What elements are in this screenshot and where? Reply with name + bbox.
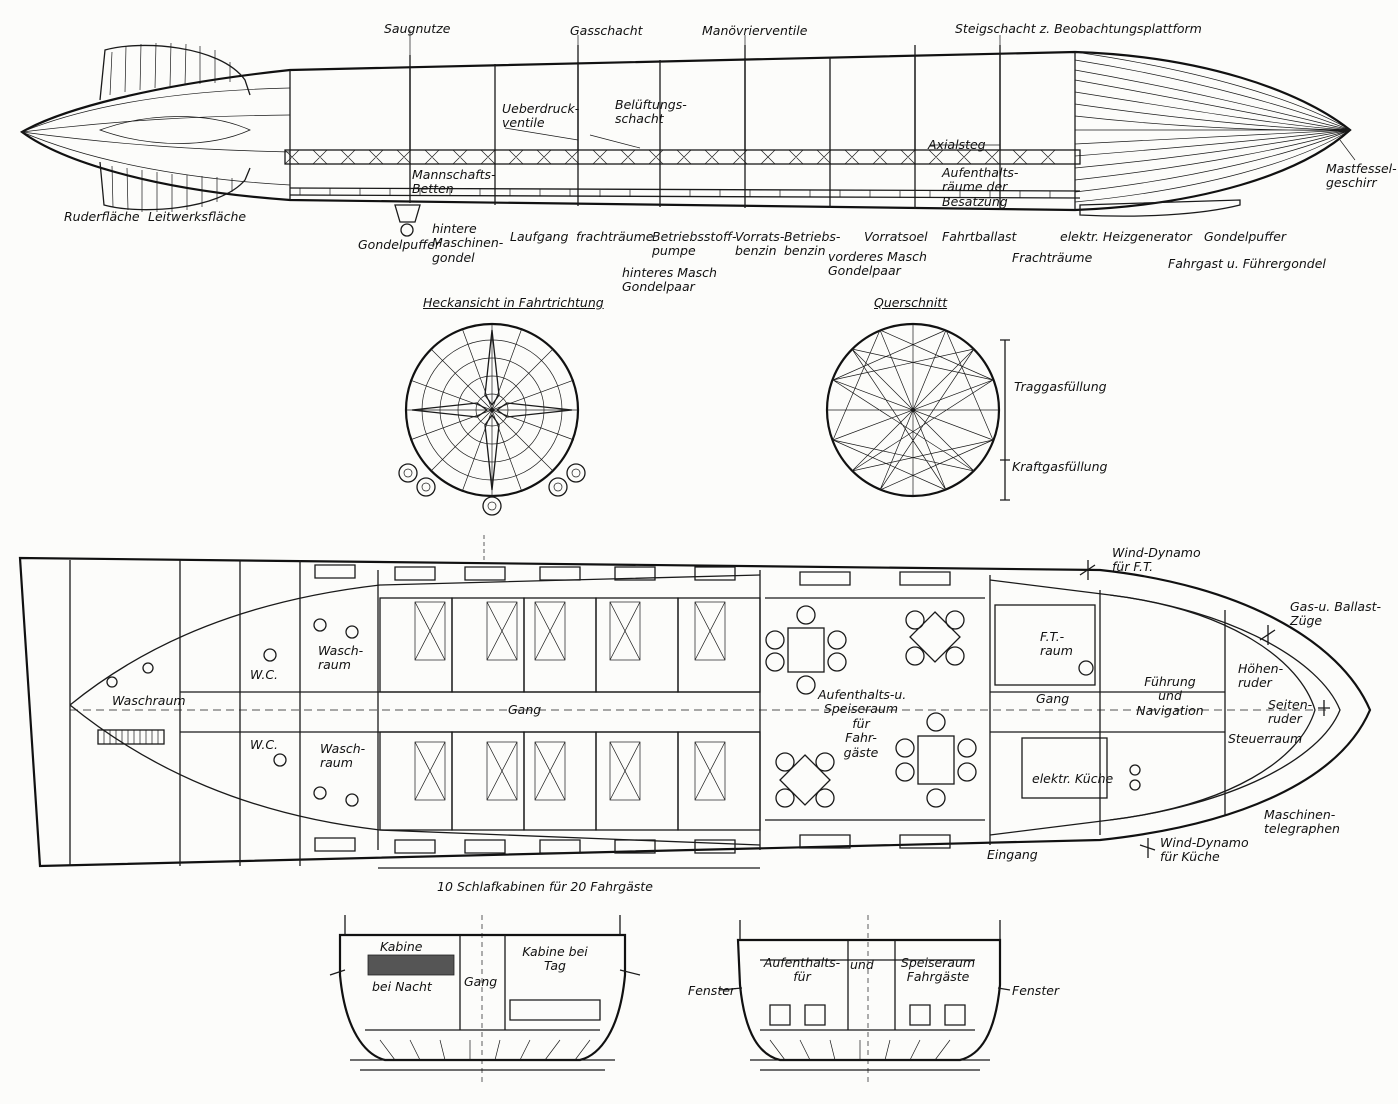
label-mannschaftsbetten: Mannschafts- Betten bbox=[412, 167, 496, 197]
label-betriebsstoffpumpe: Betriebsstoff- pumpe bbox=[652, 229, 737, 259]
label-belueftungsschacht: Belüftungs- schacht bbox=[615, 97, 687, 127]
label-aufenthalts-section: Aufenthalts- für bbox=[763, 955, 841, 985]
airship-side-view bbox=[19, 30, 1356, 237]
label-fenster-left: Fenster bbox=[688, 983, 736, 998]
label-ft-raum: F.T.- raum bbox=[1040, 629, 1073, 659]
label-gang-fore: Gang bbox=[1036, 691, 1070, 706]
label-waschraum-top: Wasch- raum bbox=[318, 643, 364, 673]
label-wind-dynamo-ft: Wind-Dynamo für F.T. bbox=[1112, 545, 1201, 575]
label-ueberdruckventile: Ueberdruck- ventile bbox=[502, 101, 580, 131]
label-speiseraum-section: Speiseraum Fahrgäste bbox=[900, 955, 976, 985]
label-steigschacht: Steigschacht z. Beobachtungsplattform bbox=[955, 21, 1202, 36]
label-fenster-right: Fenster bbox=[1012, 983, 1060, 998]
label-vorderes-masch-gondelpaar: vorderes Masch Gondelpaar bbox=[828, 249, 927, 279]
label-vorratsoel: Vorratsoel bbox=[864, 229, 928, 244]
label-elektr-kueche: elektr. Küche bbox=[1032, 771, 1114, 786]
label-wind-dynamo-kueche: Wind-Dynamo für Küche bbox=[1160, 835, 1249, 865]
label-gondelpuffer-hinten: Gondelpuffer bbox=[358, 237, 441, 252]
label-hoehenruder: Höhen- ruder bbox=[1238, 661, 1284, 691]
label-gondelpuffer-vorn: Gondelpuffer bbox=[1204, 229, 1287, 244]
label-und-section: und bbox=[850, 957, 874, 972]
label-steuerraum: Steuerraum bbox=[1228, 731, 1303, 746]
label-maschinentelegraphen: Maschinen- telegraphen bbox=[1264, 807, 1340, 837]
label-wc-top: W.C. bbox=[250, 667, 279, 682]
label-gang-mid: Gang bbox=[508, 702, 542, 717]
cabin-cross-section bbox=[329, 915, 641, 1085]
stern-view-title: Heckansicht in Fahrtrichtung bbox=[423, 295, 604, 310]
label-kabine-tag: Kabine bei Tag bbox=[522, 944, 588, 974]
passenger-deck-plan bbox=[18, 535, 1372, 869]
label-gas-ballast-zuege: Gas-u. Ballast- Züge bbox=[1290, 599, 1382, 629]
stern-view-diagram bbox=[398, 322, 586, 516]
label-wc-bottom: W.C. bbox=[250, 737, 279, 752]
label-frachtraeume-vorn: Frachträume bbox=[1012, 250, 1093, 265]
label-gasschacht: Gasschacht bbox=[570, 23, 643, 38]
label-fahrgast-fuehrergondel: Fahrgast u. Führergondel bbox=[1168, 256, 1326, 271]
lounge-cross-section bbox=[719, 915, 1011, 1085]
label-ruderflaeche: Ruderfläche bbox=[64, 209, 140, 224]
label-traggasfuellung: Traggasfüllung bbox=[1014, 379, 1107, 394]
label-seitenruder: Seiten- ruder bbox=[1268, 697, 1313, 727]
label-kabine-nacht-1: Kabine bbox=[380, 939, 423, 954]
cross-section-diagram bbox=[825, 322, 1010, 501]
dining-tables bbox=[765, 605, 977, 808]
cross-section-title: Querschnitt bbox=[874, 295, 948, 310]
label-frachtraeume-hinten: frachträume bbox=[576, 229, 654, 244]
label-betriebsbenzin: Betriebs- benzin bbox=[784, 229, 841, 259]
label-schlafkabinen: 10 Schlafkabinen für 20 Fahrgäste bbox=[437, 879, 653, 894]
label-mastfesselgeschirr: Mastfessel- geschirr bbox=[1326, 161, 1397, 191]
cabins-top bbox=[379, 597, 761, 693]
label-waschraum-aft: Waschraum bbox=[112, 693, 186, 708]
label-manoevrierventile: Manövrierventile bbox=[702, 23, 808, 38]
label-fuehrung-navigation: Führung und Navigation bbox=[1136, 674, 1204, 718]
label-fahrtballast: Fahrtballast bbox=[942, 229, 1017, 244]
label-hintere-maschinengondel: hintere Maschinen- gondel bbox=[432, 221, 504, 265]
label-aufenthalts-speiseraum: Aufenthalts-u. Speiseraum für Fahr- gäst… bbox=[818, 687, 907, 760]
label-aufenthaltsraeume: Aufenthalts- räume der Besatzung bbox=[942, 165, 1019, 209]
label-waschraum-bottom: Wasch- raum bbox=[320, 741, 366, 771]
label-hinteres-masch-gondelpaar: hinteres Masch Gondelpaar bbox=[622, 265, 717, 295]
label-gang-section: Gang bbox=[464, 974, 498, 989]
label-laufgang: Laufgang bbox=[510, 229, 569, 244]
label-heizgenerator: elektr. Heizgenerator bbox=[1060, 229, 1192, 244]
label-kraftgasfuellung: Kraftgasfüllung bbox=[1012, 459, 1108, 474]
label-eingang: Eingang bbox=[987, 847, 1038, 862]
label-kabine-nacht-2: bei Nacht bbox=[372, 979, 432, 994]
cabins-bottom bbox=[379, 731, 761, 831]
label-leitwerksflaeche: Leitwerksfläche bbox=[148, 209, 247, 224]
label-saugnutze: Saugnutze bbox=[384, 21, 451, 36]
label-vorratsbenzin: Vorrats- benzin bbox=[735, 229, 785, 259]
label-axialsteg: Axialsteg bbox=[928, 137, 986, 152]
